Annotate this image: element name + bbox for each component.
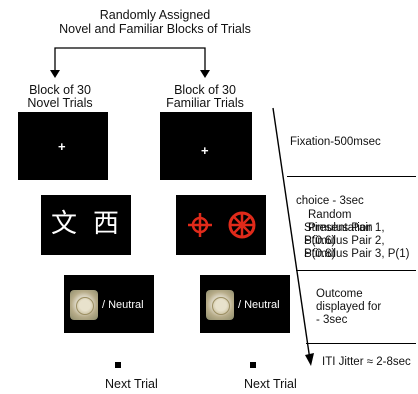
timeline-random: Random Presentation <box>308 209 373 234</box>
novel-choice-panel: 文 西 <box>41 195 131 255</box>
header-title-line1: Randomly Assigned <box>99 8 211 22</box>
timeline-pair3: Stimulus Pair 3, P(1) <box>304 248 410 260</box>
fixation-cross: + <box>201 143 209 158</box>
outcome-label: / Neutral <box>102 299 144 311</box>
novel-next-trial-label: Next Trial <box>105 377 158 391</box>
fixation-cross: + <box>58 139 66 154</box>
outcome-label: / Neutral <box>238 299 280 311</box>
novel-block-label-line2: Novel Trials <box>27 96 93 110</box>
familiar-outcome-panel: / Neutral <box>200 275 290 333</box>
header-title-line2: Novel and Familiar Blocks of Trials <box>59 22 251 36</box>
familiar-choice-panel <box>176 195 266 255</box>
crosshair-symbol-icon <box>188 213 212 237</box>
timeline-divider-1 <box>287 176 416 177</box>
timeline-iti: ITI Jitter ≈ 2-8sec <box>322 356 411 368</box>
novel-block-label-line1: Block of 30 <box>29 83 91 97</box>
timeline-fixation: Fixation-500msec <box>290 136 381 148</box>
familiar-block-label-line1: Block of 30 <box>174 83 236 97</box>
timeline-choice: choice - 3sec <box>296 195 364 207</box>
novel-fixation-panel: + <box>18 112 108 180</box>
familiar-block-label-line2: Familiar Trials <box>166 96 244 110</box>
timeline-divider-2 <box>296 270 416 271</box>
novel-stimulus-right: 西 <box>93 209 120 239</box>
novel-stimulus-left: 文 <box>51 209 78 239</box>
timeline-pair2: Stimulus Pair 2, P(0.8) <box>304 235 385 260</box>
familiar-next-marker <box>250 362 256 368</box>
coin-icon <box>70 290 98 320</box>
timeline-pair1: Stimulus Pair 1, P(0.6) <box>304 222 385 247</box>
timeline-outcome-line1: Outcome <box>316 288 363 300</box>
wheel-symbol-icon <box>228 211 256 239</box>
novel-next-marker <box>115 362 121 368</box>
timeline-divider-3 <box>306 343 416 344</box>
timeline-outcome-line3: - 3sec <box>316 314 348 326</box>
familiar-next-trial-label: Next Trial <box>244 377 297 391</box>
familiar-fixation-panel: + <box>160 112 252 180</box>
coin-icon <box>206 290 234 320</box>
novel-outcome-panel: / Neutral <box>64 275 154 333</box>
timeline-outcome-line2: displayed for <box>316 301 382 313</box>
